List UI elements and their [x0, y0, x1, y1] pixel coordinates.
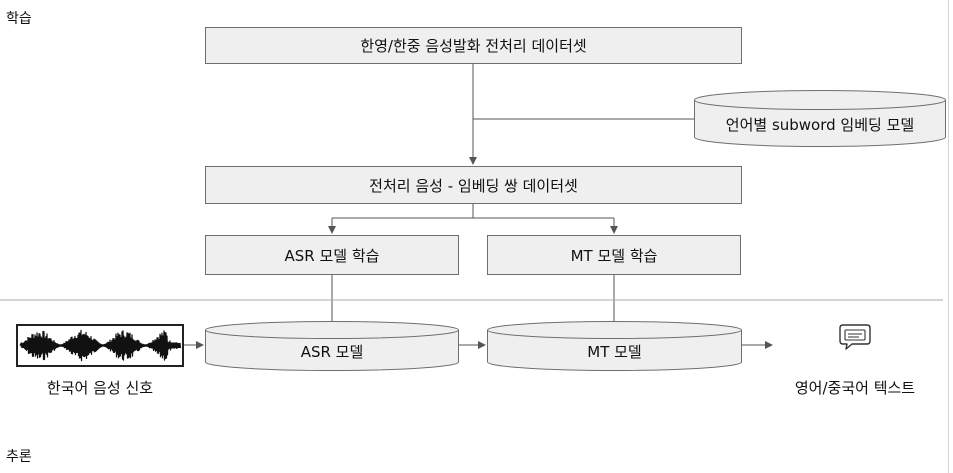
input-signal-label: 한국어 음성 신호	[46, 379, 154, 397]
embedding-model-label: 언어별 subword 임베딩 모델	[725, 116, 915, 134]
waveform-graphic	[19, 329, 182, 362]
dataset-box: 한영/한중 음성발화 전처리 데이터셋	[205, 27, 742, 64]
cylinder-shape	[487, 321, 742, 371]
cylinder-shape	[694, 90, 946, 147]
mt-model-cylinder: MT 모델	[487, 321, 742, 371]
cylinder-shape	[205, 321, 459, 371]
embedding-model-cylinder: 언어별 subword 임베딩 모델	[694, 90, 946, 147]
asr-model-label: ASR 모델	[300, 343, 364, 361]
pair-dataset-box: 전처리 음성 - 임베딩 쌍 데이터셋	[205, 166, 742, 204]
mt-training-box: MT 모델 학습	[487, 235, 741, 275]
page-right-border	[948, 0, 949, 473]
mt-model-label: MT 모델	[587, 343, 642, 361]
inference-section-label: 추론	[6, 449, 32, 465]
output-text-label: 영어/중국어 텍스트	[794, 379, 916, 397]
training-section-label: 학습	[6, 11, 32, 27]
asr-training-box: ASR 모델 학습	[205, 235, 459, 275]
asr-model-cylinder: ASR 모델	[205, 321, 459, 371]
waveform-icon	[16, 324, 184, 367]
chat-bubble-icon	[839, 324, 871, 350]
